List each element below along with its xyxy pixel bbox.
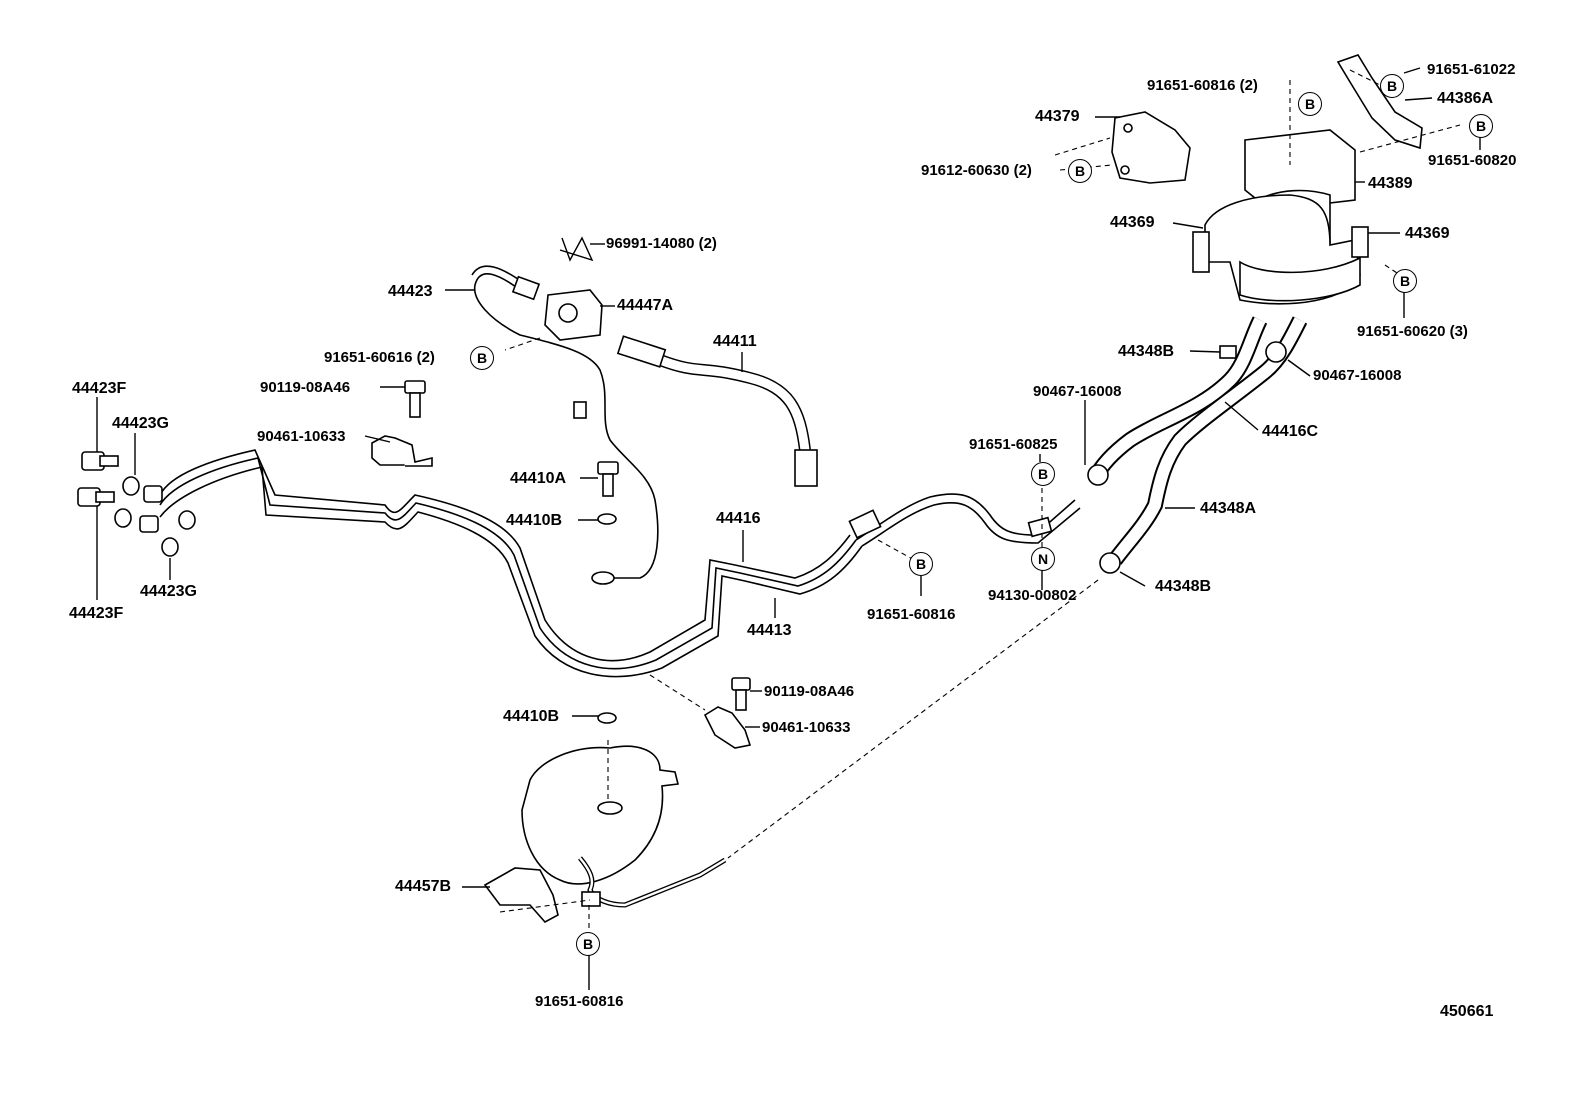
label-91651-60816-top: 91651-60816 (2) — [1147, 77, 1258, 94]
marker-n: N — [1031, 547, 1055, 571]
label-44348b-bottom: 44348B — [1155, 578, 1212, 595]
marker-b: B — [1031, 462, 1055, 486]
clamp-lower — [597, 677, 752, 749]
label-94130-00802: 94130-00802 — [988, 587, 1077, 604]
clamp-upper — [371, 380, 619, 525]
label-44416c: 44416C — [1262, 423, 1319, 440]
label-91651-60616: 91651-60616 (2) — [324, 349, 435, 366]
label-91651-60820: 91651-60820 — [1428, 152, 1517, 169]
label-44413: 44413 — [747, 622, 792, 639]
hose-44411 — [616, 335, 818, 487]
label-91612-60630: 91612-60630 (2) — [921, 162, 1032, 179]
label-44423g-bottom: 44423G — [140, 583, 197, 600]
label-44379: 44379 — [1035, 108, 1080, 125]
label-44457b: 44457B — [395, 878, 452, 895]
hoses-44416c-44348a — [1087, 316, 1308, 574]
label-96991-14080: 96991-14080 (2) — [606, 235, 717, 252]
label-44386a: 44386A — [1437, 90, 1494, 107]
label-91651-60620: 91651-60620 (3) — [1357, 323, 1468, 340]
marker-b: B — [576, 932, 600, 956]
marker-b: B — [1298, 92, 1322, 116]
marker-b: B — [1469, 114, 1493, 138]
line-right — [848, 493, 1081, 547]
label-44411: 44411 — [713, 333, 757, 350]
brake-line-bundle — [159, 449, 863, 678]
label-91651-60816-bottom: 91651-60816 — [535, 993, 624, 1010]
label-44416: 44416 — [716, 510, 761, 527]
label-44447a: 44447A — [617, 297, 674, 314]
label-90461-10633-top: 90461-10633 — [257, 428, 346, 445]
marker-b: B — [1393, 269, 1417, 293]
reservoir-assembly — [1192, 54, 1423, 305]
label-90467-16008-right: 90467-16008 — [1313, 367, 1402, 384]
label-44423f-top: 44423F — [72, 380, 127, 397]
label-91651-60816-mid: 91651-60816 — [867, 606, 956, 623]
label-44423f-bottom: 44423F — [69, 605, 124, 622]
label-91651-60825: 91651-60825 — [969, 436, 1058, 453]
leader-lines — [96, 67, 1481, 990]
marker-b: B — [1068, 159, 1092, 183]
block-44447a — [511, 236, 603, 419]
label-44410a: 44410A — [510, 470, 567, 487]
label-44348a: 44348A — [1200, 500, 1257, 517]
fittings-left — [77, 451, 196, 557]
label-44423g-top: 44423G — [112, 415, 169, 432]
master-cylinder — [483, 745, 727, 924]
label-44410b-bottom: 44410B — [503, 708, 560, 725]
label-44423: 44423 — [388, 283, 433, 300]
label-44348b-top: 44348B — [1118, 343, 1175, 360]
label-91651-61022: 91651-61022 — [1427, 61, 1516, 78]
label-90461-10633-bottom: 90461-10633 — [762, 719, 851, 736]
label-44389: 44389 — [1368, 175, 1413, 192]
label-44369-right: 44369 — [1405, 225, 1450, 242]
marker-b: B — [1380, 74, 1404, 98]
diagram-id: 450661 — [1440, 1003, 1494, 1020]
label-44369-left: 44369 — [1110, 214, 1155, 231]
label-90119-08a46-top: 90119-08A46 — [260, 379, 351, 396]
label-90119-08a46-bottom: 90119-08A46 — [764, 683, 855, 700]
marker-b: B — [909, 552, 933, 576]
label-44410b-top: 44410B — [506, 512, 563, 529]
bracket-44379 — [1111, 111, 1191, 184]
marker-b: B — [470, 346, 494, 370]
label-90467-16008-left: 90467-16008 — [1033, 383, 1122, 400]
